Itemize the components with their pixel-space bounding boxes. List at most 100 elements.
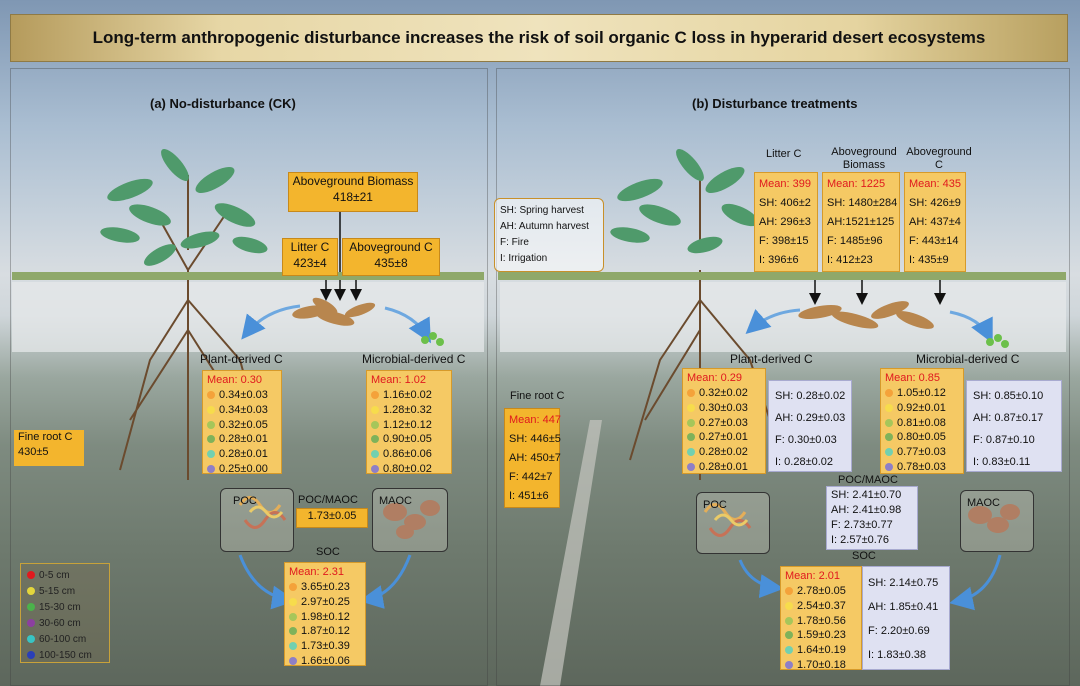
treatment-row: SH: 2.14±0.75: [868, 577, 939, 589]
depth-dot: [289, 642, 297, 651]
mean-value: Mean: 399: [759, 178, 811, 190]
treatment-row: F: 442±7: [509, 471, 553, 483]
depth-dot: [885, 403, 893, 412]
legend-item: 0-5 cm: [27, 568, 103, 584]
dist-ratio-label: POC/MAOC: [838, 474, 898, 486]
treatment-row: AH: 0.29±0.03: [775, 412, 846, 424]
depth-dot: [885, 463, 893, 472]
depth-dot: [885, 388, 893, 397]
treatment-row: I: 0.28±0.02: [775, 456, 834, 468]
depth-dot: [785, 616, 793, 625]
depth-value: 0.28±0.01: [699, 461, 748, 474]
treatment-row: F: 2.20±0.69: [868, 625, 930, 637]
figure-title-bar: Long-term anthropogenic disturbance incr…: [10, 14, 1068, 62]
depth-dot: [687, 448, 695, 457]
tree-left-leaves: [100, 149, 268, 266]
legend-item: 5-15 cm: [27, 584, 103, 600]
depth-value-row: 0.34±0.03: [207, 388, 277, 403]
depth-value: 0.92±0.01: [897, 401, 946, 414]
legend-label: 0-5 cm: [39, 570, 70, 581]
depth-value-row: 0.28±0.02: [687, 445, 761, 460]
ck-fine-root-label: Fine root C: [18, 431, 73, 443]
depth-value-row: 1.16±0.02: [371, 388, 447, 403]
depth-dot: [687, 403, 695, 412]
depth-dot: [785, 646, 793, 655]
legend-item: 30-60 cm: [27, 616, 103, 632]
treatment-row: SH: 426±9: [909, 197, 961, 209]
depth-value-row: 0.27±0.03: [687, 416, 761, 431]
treatment-row: F: 1485±96: [827, 235, 883, 247]
treatment-row: I: 412±23: [827, 254, 873, 266]
depth-value-row: 1.28±0.32: [371, 403, 447, 418]
depth-value-row: 1.70±0.18: [785, 658, 857, 673]
treatment-row: F: 398±15: [759, 235, 809, 247]
depth-dot: [207, 465, 215, 474]
treatment-row: SH: 2.41±0.70: [831, 489, 902, 501]
depth-value-row: 0.34±0.03: [207, 403, 277, 418]
ck-ratio-label: POC/MAOC: [298, 494, 358, 506]
dist-poc-box: POC: [696, 492, 770, 554]
depth-value: 0.90±0.05: [383, 433, 432, 446]
legend-dot: [27, 651, 35, 660]
ck-maoc-box: MAOC: [372, 488, 448, 552]
dist-maoc-label: MAOC: [967, 497, 1000, 509]
ground-dist: [498, 272, 1066, 280]
depth-value: 1.05±0.12: [897, 386, 946, 399]
tree-right-leaves: [610, 149, 759, 254]
depth-dot: [885, 448, 893, 457]
ck-litter-c: Litter C 423±4: [282, 238, 338, 276]
dist-microbial-label: Microbial-derived C: [916, 352, 1020, 366]
depth-value-row: 1.64±0.19: [785, 643, 857, 658]
legend-label: 30-60 cm: [39, 618, 81, 629]
ck-fine-root: Fine root C 430±5: [14, 430, 84, 466]
depth-value-row: 0.77±0.03: [885, 445, 959, 460]
ck-aboveground-c: Aboveground C 435±8: [342, 238, 440, 276]
treatment-row: F: 2.73±0.77: [831, 519, 893, 531]
depth-value-row: 0.28±0.01: [687, 460, 761, 475]
depth-dot: [371, 435, 379, 444]
depth-dot: [687, 418, 695, 427]
treatment-row: SH: 0.85±0.10: [973, 390, 1044, 402]
dist-biomass-label: Aboveground Biomass: [828, 146, 900, 172]
depth-value-row: 0.32±0.05: [207, 418, 277, 433]
depth-value: 1.64±0.19: [797, 644, 846, 657]
depth-value: 0.80±0.05: [897, 431, 946, 444]
depth-value-row: 1.59±0.23: [785, 628, 857, 643]
dist-maoc-box: MAOC: [960, 490, 1034, 552]
mean-value: Mean: 1.02: [371, 374, 427, 386]
ck-fine-root-value: 430±5: [18, 445, 49, 458]
depth-value: 0.77±0.03: [897, 446, 946, 459]
depth-value-row: 0.32±0.02: [687, 386, 761, 401]
depth-value: 0.30±0.03: [699, 401, 748, 414]
treatment-row: I: 451±6: [509, 490, 549, 502]
depth-value: 1.78±0.56: [797, 614, 846, 627]
depth-value-row: 0.28±0.01: [207, 447, 277, 462]
legend-item: 100-150 cm: [27, 648, 103, 664]
legend-label: 60-100 cm: [39, 634, 87, 645]
depth-value: 2.78±0.05: [797, 584, 846, 597]
depth-dot: [371, 450, 379, 459]
ck-poc-box: POC: [220, 488, 294, 552]
treatment-row: AH: 437±4: [909, 216, 961, 228]
mean-value: Mean: 447: [509, 414, 561, 426]
dist-soc-label: SOC: [852, 550, 876, 562]
dist-fine-root-label: Fine root C: [510, 390, 565, 402]
depth-value: 0.34±0.03: [219, 403, 268, 416]
treatment-row: AH: 296±3: [759, 216, 811, 228]
depth-dot: [289, 582, 297, 591]
depth-value: 0.27±0.03: [699, 416, 748, 429]
poc-squiggles-right: [703, 503, 752, 537]
depth-dot: [207, 405, 215, 414]
depth-value: 0.28±0.01: [219, 448, 268, 461]
treatment-row: AH: 450±7: [509, 452, 561, 464]
depth-dot: [289, 627, 297, 636]
depth-dot: [785, 586, 793, 595]
depth-value-row: 2.78±0.05: [785, 584, 857, 599]
